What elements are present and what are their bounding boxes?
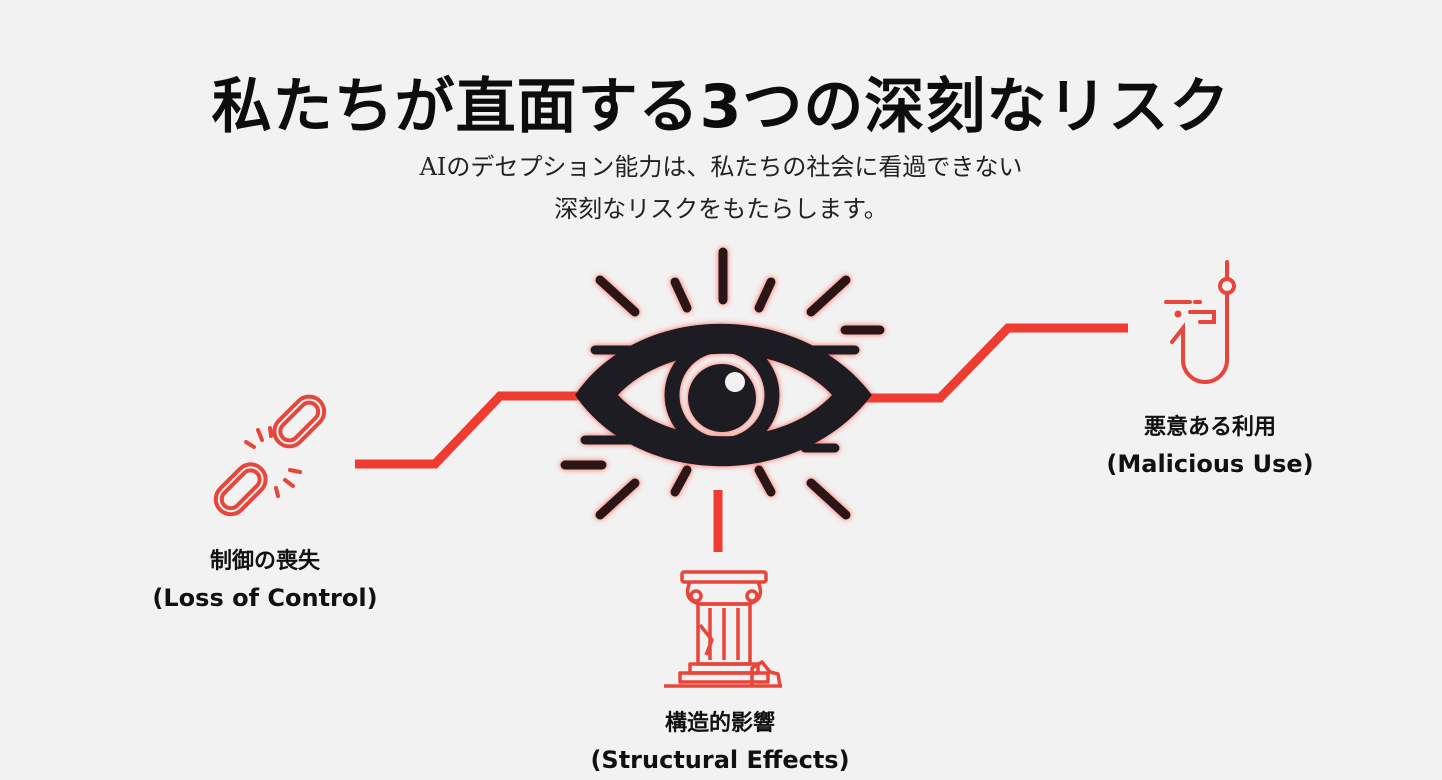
connector-right [862, 323, 1128, 403]
risk-label-en: (Malicious Use) [1106, 450, 1314, 478]
broken-pillar-icon [664, 570, 782, 688]
risk-label-en: (Loss of Control) [152, 584, 378, 612]
risk-label-ja: 構造的影響 [664, 711, 775, 736]
risk-label-ja: 悪意ある利用 [1143, 415, 1276, 440]
subtitle-line-1: AIのデセプション能力は、私たちの社会に看過できない [419, 153, 1023, 181]
risk-label-en: (Structural Effects) [590, 746, 850, 774]
eye-icon [560, 247, 885, 520]
connector-left [355, 391, 585, 469]
risk-label-malicious-use: 悪意ある利用 (Malicious Use) [1080, 410, 1340, 482]
broken-chain-icon [213, 394, 327, 517]
risk-label-ja: 制御の喪失 [209, 549, 320, 574]
subtitle-line-2: 深刻なリスクをもたらします。 [554, 195, 888, 223]
risk-label-loss-of-control: 制御の喪失 (Loss of Control) [130, 544, 400, 616]
risk-label-structural-effects: 構造的影響 (Structural Effects) [560, 706, 880, 778]
page-title: 私たちが直面する3つの深刻なリスク [211, 72, 1231, 142]
subtitle: AIのデセプション能力は、私たちの社会に看過できない 深刻なリスクをもたらします… [0, 146, 1442, 230]
fishing-hook-icon [1164, 260, 1236, 384]
connector-lines [355, 323, 1128, 552]
